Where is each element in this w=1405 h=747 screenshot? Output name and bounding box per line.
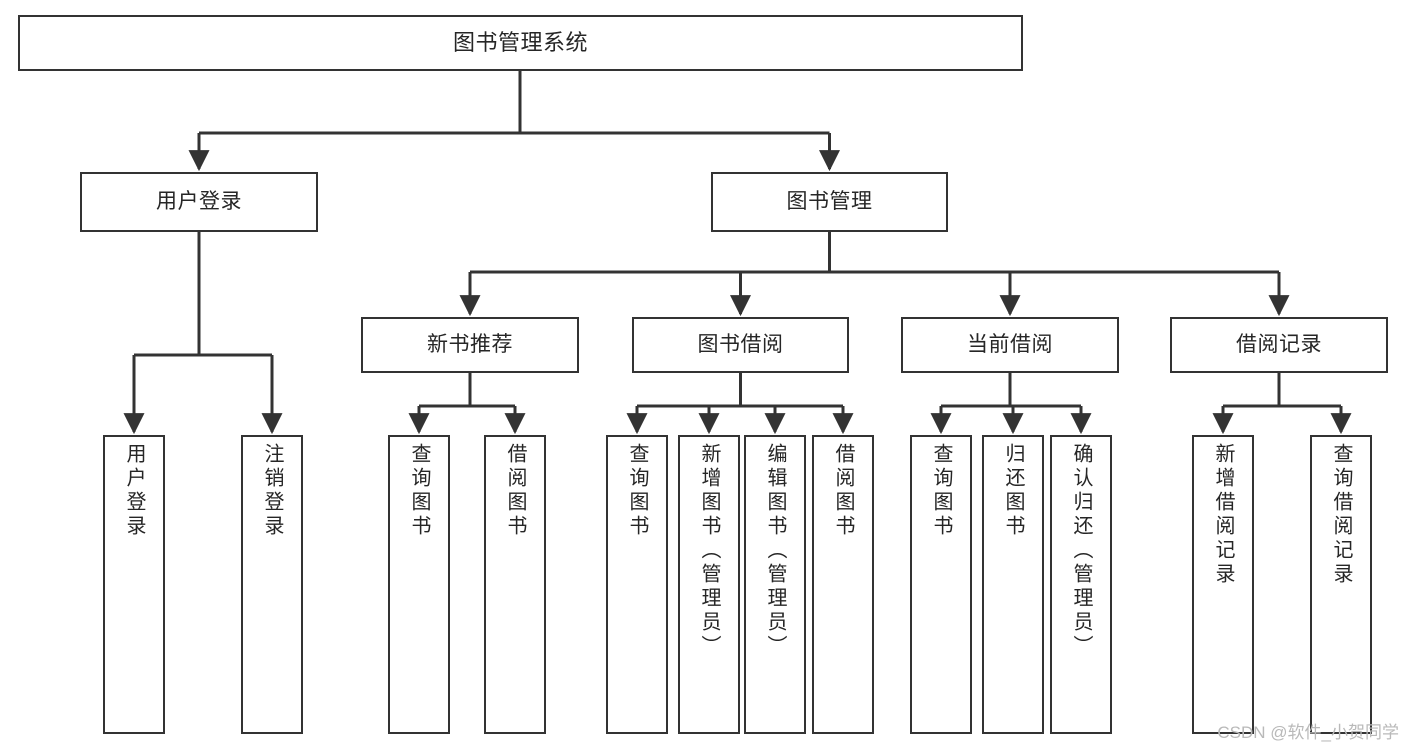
node-leaf-return-book[interactable]: 归还图书 (982, 435, 1044, 734)
node-leaf-query-book-rec[interactable]: 查询图书 (388, 435, 450, 734)
node-leaf-query-book-cur[interactable]: 查询图书 (910, 435, 972, 734)
node-leaf-user-logout[interactable]: 注销登录 (241, 435, 303, 734)
node-label: 确认归还（管理员） (1070, 443, 1092, 659)
node-label: 新书推荐 (427, 332, 513, 356)
node-label: 借阅记录 (1236, 332, 1322, 356)
node-leaf-confirm-return[interactable]: 确认归还（管理员） (1050, 435, 1112, 734)
node-leaf-add-record[interactable]: 新增借阅记录 (1192, 435, 1254, 734)
node-label: 查询图书 (408, 443, 430, 539)
node-leaf-edit-book[interactable]: 编辑图书（管理员） (744, 435, 806, 734)
node-leaf-add-book[interactable]: 新增图书（管理员） (678, 435, 740, 734)
node-new-book-rec[interactable]: 新书推荐 (361, 317, 579, 373)
node-book-manage[interactable]: 图书管理 (711, 172, 948, 232)
node-book-borrow[interactable]: 图书借阅 (632, 317, 849, 373)
node-label: 查询图书 (626, 443, 648, 539)
node-current-borrow[interactable]: 当前借阅 (901, 317, 1119, 373)
node-label: 图书管理系统 (452, 30, 588, 56)
node-user-login[interactable]: 用户登录 (80, 172, 318, 232)
node-label: 新增借阅记录 (1212, 443, 1234, 587)
node-label: 归还图书 (1002, 443, 1024, 539)
node-label: 新增图书（管理员） (698, 443, 720, 659)
node-label: 图书管理 (786, 189, 873, 213)
node-label: 借阅图书 (504, 443, 526, 539)
node-label: 查询借阅记录 (1330, 443, 1352, 587)
watermark-text: CSDN @软件_小贺同学 (1217, 723, 1399, 742)
node-leaf-query-book-borrow[interactable]: 查询图书 (606, 435, 668, 734)
node-label: 编辑图书（管理员） (764, 443, 786, 659)
node-label: 图书借阅 (697, 332, 784, 356)
node-label: 查询图书 (930, 443, 952, 539)
node-label: 用户登录 (123, 443, 145, 539)
node-root[interactable]: 图书管理系统 (18, 15, 1023, 71)
node-borrow-record[interactable]: 借阅记录 (1170, 317, 1388, 373)
node-label: 借阅图书 (832, 443, 854, 539)
node-leaf-user-login[interactable]: 用户登录 (103, 435, 165, 734)
node-label: 注销登录 (261, 443, 283, 539)
node-label: 当前借阅 (967, 332, 1053, 356)
node-leaf-borrow-book[interactable]: 借阅图书 (812, 435, 874, 734)
node-leaf-query-record[interactable]: 查询借阅记录 (1310, 435, 1372, 734)
node-leaf-borrow-book-rec[interactable]: 借阅图书 (484, 435, 546, 734)
node-label: 用户登录 (156, 189, 242, 213)
